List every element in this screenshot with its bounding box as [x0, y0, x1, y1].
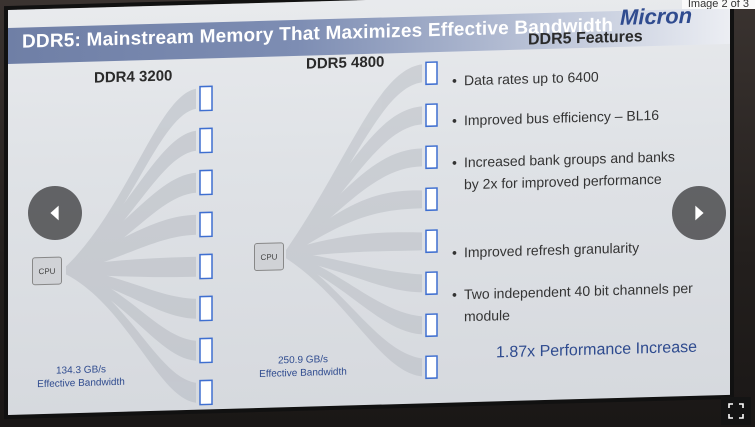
feature-text: Improved bus efficiency – BL16 [464, 107, 659, 128]
expand-button[interactable] [721, 397, 751, 425]
next-image-button[interactable] [672, 186, 726, 240]
ddr5-bandwidth: 250.9 GB/s Effective Bandwidth [248, 352, 358, 381]
ddr4-cpu-box: CPU [32, 256, 62, 285]
ddr4-dimms [200, 86, 212, 404]
feature-item: •Increased bank groups and banks by 2x f… [464, 145, 684, 195]
feature-item: •Data rates up to 6400 [464, 62, 714, 91]
presentation-slide: DDR5: Mainstream Memory That Maximizes E… [8, 0, 730, 415]
chevron-right-icon [688, 202, 710, 224]
ddr5-cpu-box: CPU [254, 242, 284, 271]
expand-icon [727, 402, 745, 420]
feature-item: •Improved bus efficiency – BL16 [464, 102, 714, 131]
ddr5-dimms [426, 62, 437, 378]
ddr4-fan [66, 89, 196, 407]
feature-text: Improved refresh granularity [464, 239, 639, 260]
previous-image-button[interactable] [28, 186, 82, 240]
feature-item: •Improved refresh granularity [464, 234, 714, 263]
feature-text: Increased bank groups and banks by 2x fo… [464, 148, 675, 192]
feature-text: Data rates up to 6400 [464, 69, 599, 89]
features-heading: DDR5 Features [528, 28, 643, 49]
ddr5-fan [286, 64, 422, 380]
feature-text: Two independent 40 bit channels per modu… [464, 280, 693, 324]
feature-item: •Two independent 40 bit channels per mod… [464, 276, 714, 327]
chevron-left-icon [44, 202, 66, 224]
performance-callout: 1.87x Performance Increase [496, 339, 697, 363]
image-counter: Image 2 of 3 [682, 0, 755, 9]
ddr4-bandwidth: 134.3 GB/s Effective Bandwidth [26, 362, 136, 391]
